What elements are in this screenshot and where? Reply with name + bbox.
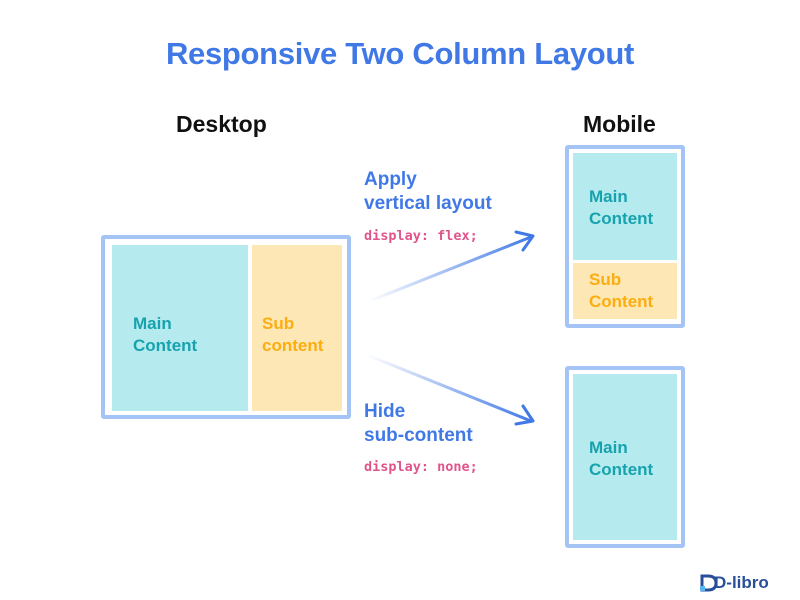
desktop-main-label: Main Content: [133, 314, 198, 355]
d-libro-logo-text: D-libro: [714, 573, 769, 592]
arrow-apply-vertical: [366, 235, 532, 304]
mobile-stacked-sub-label: Sub Content: [589, 270, 654, 311]
transition-apply-title: Apply vertical layout: [364, 168, 492, 216]
transition-hide-line2: sub-content: [364, 425, 473, 446]
transition-apply-line1: Apply: [364, 169, 417, 190]
code-display-flex: display: flex;: [364, 228, 478, 244]
desktop-sub-label: Sub content: [262, 314, 324, 355]
desktop-sub-content: Sub content: [252, 245, 342, 411]
mobile-stacked-main-content: Main Content: [573, 153, 677, 260]
desktop-frame: Main Content Sub content: [101, 235, 351, 419]
page-title: Responsive Two Column Layout: [165, 36, 635, 71]
arrow-hide-sub: [366, 353, 532, 423]
arrow-apply-vertical-head: [514, 230, 535, 252]
mobile-frame-stacked: Main Content Sub Content: [565, 145, 685, 328]
transition-hide-title: Hide sub-content: [364, 400, 473, 448]
mobile-stacked-sub-content: Sub Content: [573, 263, 677, 319]
mobile-stacked-main-label: Main Content: [589, 187, 654, 228]
transition-hide-line1: Hide: [364, 401, 406, 422]
mobile-label: Mobile: [583, 111, 656, 137]
mobile-main-only-label: Main Content: [589, 438, 654, 479]
desktop-label: Desktop: [176, 111, 267, 137]
desktop-main-content: Main Content: [112, 245, 248, 411]
d-libro-logo-icon: [700, 574, 718, 592]
transition-apply-line2: vertical layout: [364, 193, 492, 214]
arrow-hide-sub-head: [514, 404, 535, 426]
mobile-frame-main-only: Main Content: [565, 366, 685, 548]
code-display-none: display: none;: [364, 459, 478, 475]
mobile-main-only-content: Main Content: [573, 374, 677, 540]
